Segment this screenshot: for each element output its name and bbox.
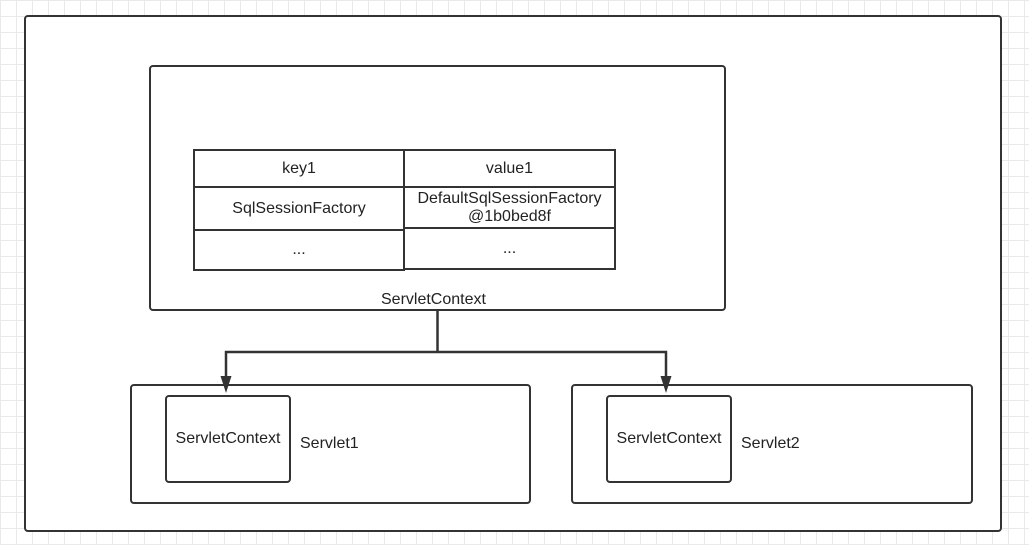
- servlet2-context-label: ServletContext: [616, 430, 722, 447]
- servlet1-context-ref: ServletContext: [165, 395, 291, 483]
- table-value-cell-3: ...: [403, 227, 616, 270]
- servlet1-box: ServletContext: [130, 384, 531, 504]
- table-value-2: DefaultSqlSessionFactory@1b0bed8f: [417, 189, 602, 225]
- servlet2-context-ref: ServletContext: [606, 395, 732, 483]
- table-key-cell-3: ...: [193, 229, 405, 271]
- table-value-1: value1: [485, 159, 534, 177]
- table-value-3: ...: [502, 239, 517, 257]
- table-key-3: ...: [292, 241, 306, 258]
- table-key-1: key1: [282, 159, 316, 177]
- table-value-cell-1: value1: [403, 149, 616, 188]
- servlet-context-label: ServletContext: [381, 291, 486, 308]
- table-key-cell-1: key1: [193, 149, 405, 188]
- table-key-cell-2: SqlSessionFactory: [193, 186, 405, 231]
- table-value-cell-2: DefaultSqlSessionFactory@1b0bed8f: [403, 186, 616, 229]
- table-key-2: SqlSessionFactory: [232, 199, 366, 217]
- servlet1-context-label: ServletContext: [175, 430, 281, 447]
- servlet2-label: Servlet2: [741, 435, 800, 452]
- servlet2-box: ServletContext: [571, 384, 973, 504]
- servlet1-label: Servlet1: [300, 435, 359, 452]
